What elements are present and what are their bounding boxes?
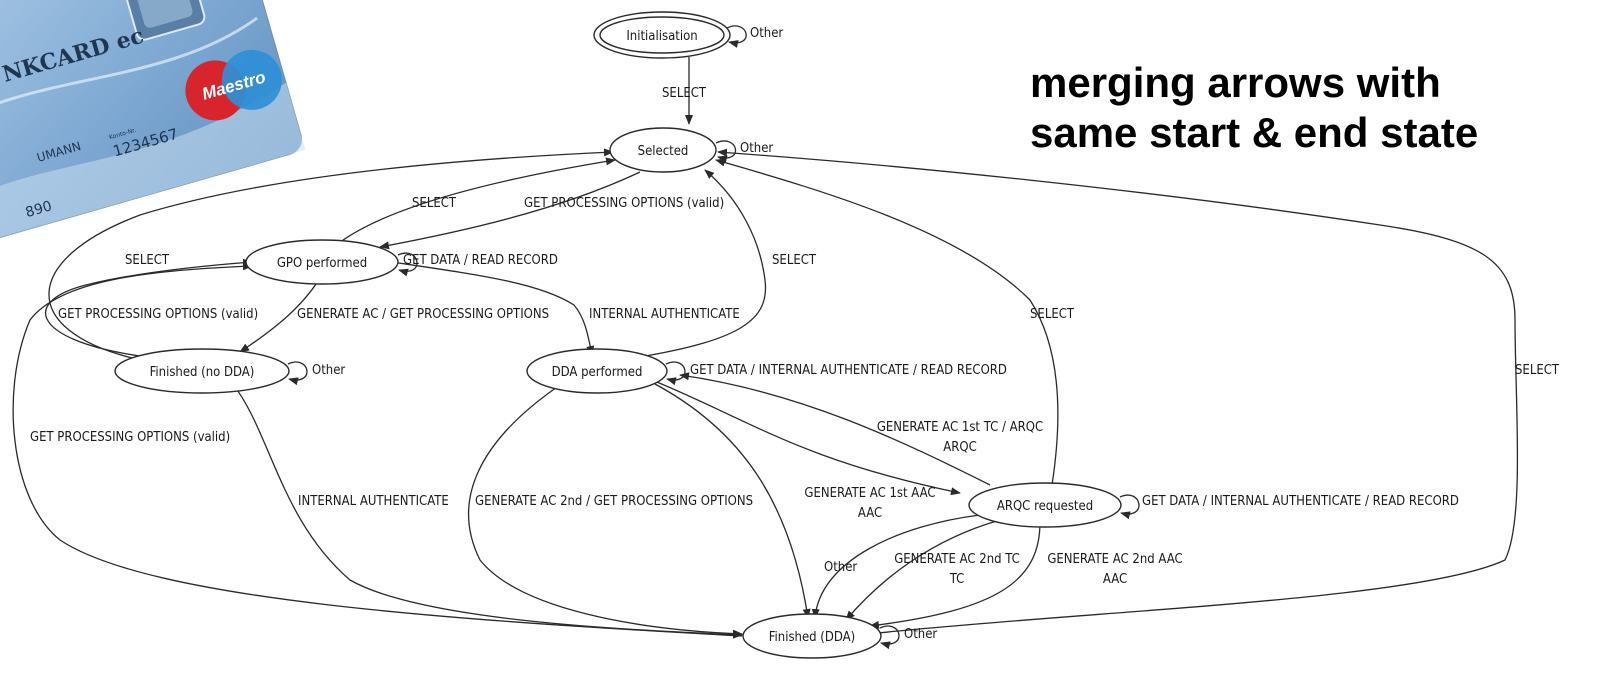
state-arqc-requested-label: ARQC requested — [997, 499, 1093, 514]
state-arqc-requested: ARQC requested — [968, 482, 1122, 528]
bank-card-image: NKCARD ec UMANN Konto-Nr. 1234567 890 Ma… — [0, 0, 306, 250]
edge-label-fndda-gpo: GET PROCESSING OPTIONS (valid) — [58, 307, 258, 322]
edge-gpo-fndda — [239, 277, 321, 353]
edge-gpo-self — [397, 252, 418, 277]
edges — [12, 25, 1519, 650]
edge-label-arqc-tc-1: GENERATE AC 2nd TC — [894, 552, 1020, 567]
edge-fndda-other — [287, 361, 308, 386]
state-dda-performed: DDA performed — [526, 348, 668, 394]
state-selected: Selected — [609, 127, 717, 173]
edge-label-dda-fdda-aac-2: AAC — [858, 506, 882, 521]
state-dda-performed-label: DDA performed — [552, 365, 643, 380]
edge-arqc-dda — [679, 372, 991, 486]
edge-label-gpo-select: SELECT — [412, 196, 457, 211]
edge-dda-self — [665, 361, 686, 386]
edge-dda-fdda-gen2 — [467, 384, 743, 638]
edge-label-arqc-tc-2: TC — [949, 572, 965, 587]
edge-arqc-other — [811, 514, 981, 619]
edge-label-fndda-other: Other — [312, 363, 345, 378]
edge-fndda-gpo — [45, 258, 253, 357]
edge-label-fdda-other: Other — [904, 627, 937, 642]
state-finished-dda: Finished (DDA) — [742, 613, 882, 659]
edge-label-gpo-self: GET DATA / READ RECORD — [403, 253, 558, 268]
edge-labels: Other SELECT Other SELECT GET PROCESSING… — [30, 26, 1560, 642]
state-finished-dda-label: Finished (DDA) — [769, 630, 855, 645]
edge-label-dda-fdda-gen2: GENERATE AC 2nd / GET PROCESSING OPTIONS — [475, 494, 753, 509]
edge-fdda-other — [879, 625, 900, 650]
state-gpo-performed-label: GPO performed — [277, 256, 367, 271]
edge-fndda-select — [48, 148, 614, 359]
edge-label-dda-fdda-aac-1: GENERATE AC 1st AAC — [804, 486, 935, 501]
state-initialisation: Initialisation — [593, 11, 731, 59]
headline: merging arrows with same start & end sta… — [1030, 58, 1590, 158]
edge-selected-other — [715, 140, 737, 164]
edge-arqc-aac — [869, 521, 1041, 629]
edge-label-selected-gpo: GET PROCESSING OPTIONS (valid) — [524, 196, 724, 211]
edge-label-dda-self: GET DATA / INTERNAL AUTHENTICATE / READ … — [690, 363, 1007, 378]
edge-init-other — [726, 25, 747, 48]
edge-label-gpo-fndda: GENERATE AC / GET PROCESSING OPTIONS — [297, 307, 549, 322]
state-gpo-performed: GPO performed — [245, 239, 399, 285]
edge-label-fndda-fdda: INTERNAL AUTHENTICATE — [298, 494, 449, 509]
edge-label-init-select: SELECT — [662, 86, 707, 101]
edge-gpo-dda — [391, 261, 595, 356]
state-finished-no-dda: Finished (no DDA) — [114, 348, 290, 394]
edge-arqc-tc — [845, 519, 1001, 621]
edge-label-fndda-select: SELECT — [125, 253, 170, 268]
headline-line-1: merging arrows with — [1030, 59, 1441, 106]
state-selected-label: Selected — [638, 144, 689, 159]
edge-gpo-select — [334, 157, 616, 247]
edge-fndda-fdda — [231, 382, 743, 639]
edge-label-dda-arqc-1: GENERATE AC 1st TC / ARQC — [877, 420, 1043, 435]
edge-label-fdda-gpo: GET PROCESSING OPTIONS (valid) — [30, 430, 230, 445]
edge-label-arqc-self: GET DATA / INTERNAL AUTHENTICATE / READ … — [1142, 494, 1459, 509]
edge-label-gpo-dda: INTERNAL AUTHENTICATE — [589, 307, 740, 322]
maestro-logo: Maestro — [185, 49, 282, 121]
edge-dda-select — [639, 169, 767, 358]
edge-label-arqc-other: Other — [824, 560, 857, 575]
edge-label-dda-arqc-2: ARQC — [943, 440, 977, 455]
edge-fdda-select — [717, 148, 1519, 634]
edge-label-fdda-select: SELECT — [1515, 363, 1560, 378]
edge-selected-gpo — [379, 171, 641, 250]
edge-label-selected-other: Other — [740, 141, 773, 156]
card-bottom-text: 890 — [24, 198, 54, 221]
edge-arqc-self — [1119, 494, 1140, 520]
edge-label-dda-select: SELECT — [772, 253, 817, 268]
edge-label-arqc-aac-1: GENERATE AC 2nd AAC — [1047, 552, 1182, 567]
edge-label-init-other: Other — [750, 26, 783, 41]
nodes: Initialisation Selected GPO performed Fi… — [114, 11, 1122, 659]
headline-line-2: same start & end state — [1030, 109, 1479, 156]
edge-label-arqc-aac-2: AAC — [1103, 572, 1127, 587]
state-finished-no-dda-label: Finished (no DDA) — [150, 365, 255, 380]
edge-dda-arqc — [651, 379, 961, 496]
edge-dda-fdda-aac — [654, 383, 811, 619]
edge-label-arqc-select: SELECT — [1030, 307, 1075, 322]
edge-arqc-select — [715, 158, 1059, 486]
edge-fdda-gpo — [12, 262, 743, 637]
state-initialisation-label: Initialisation — [626, 29, 697, 44]
